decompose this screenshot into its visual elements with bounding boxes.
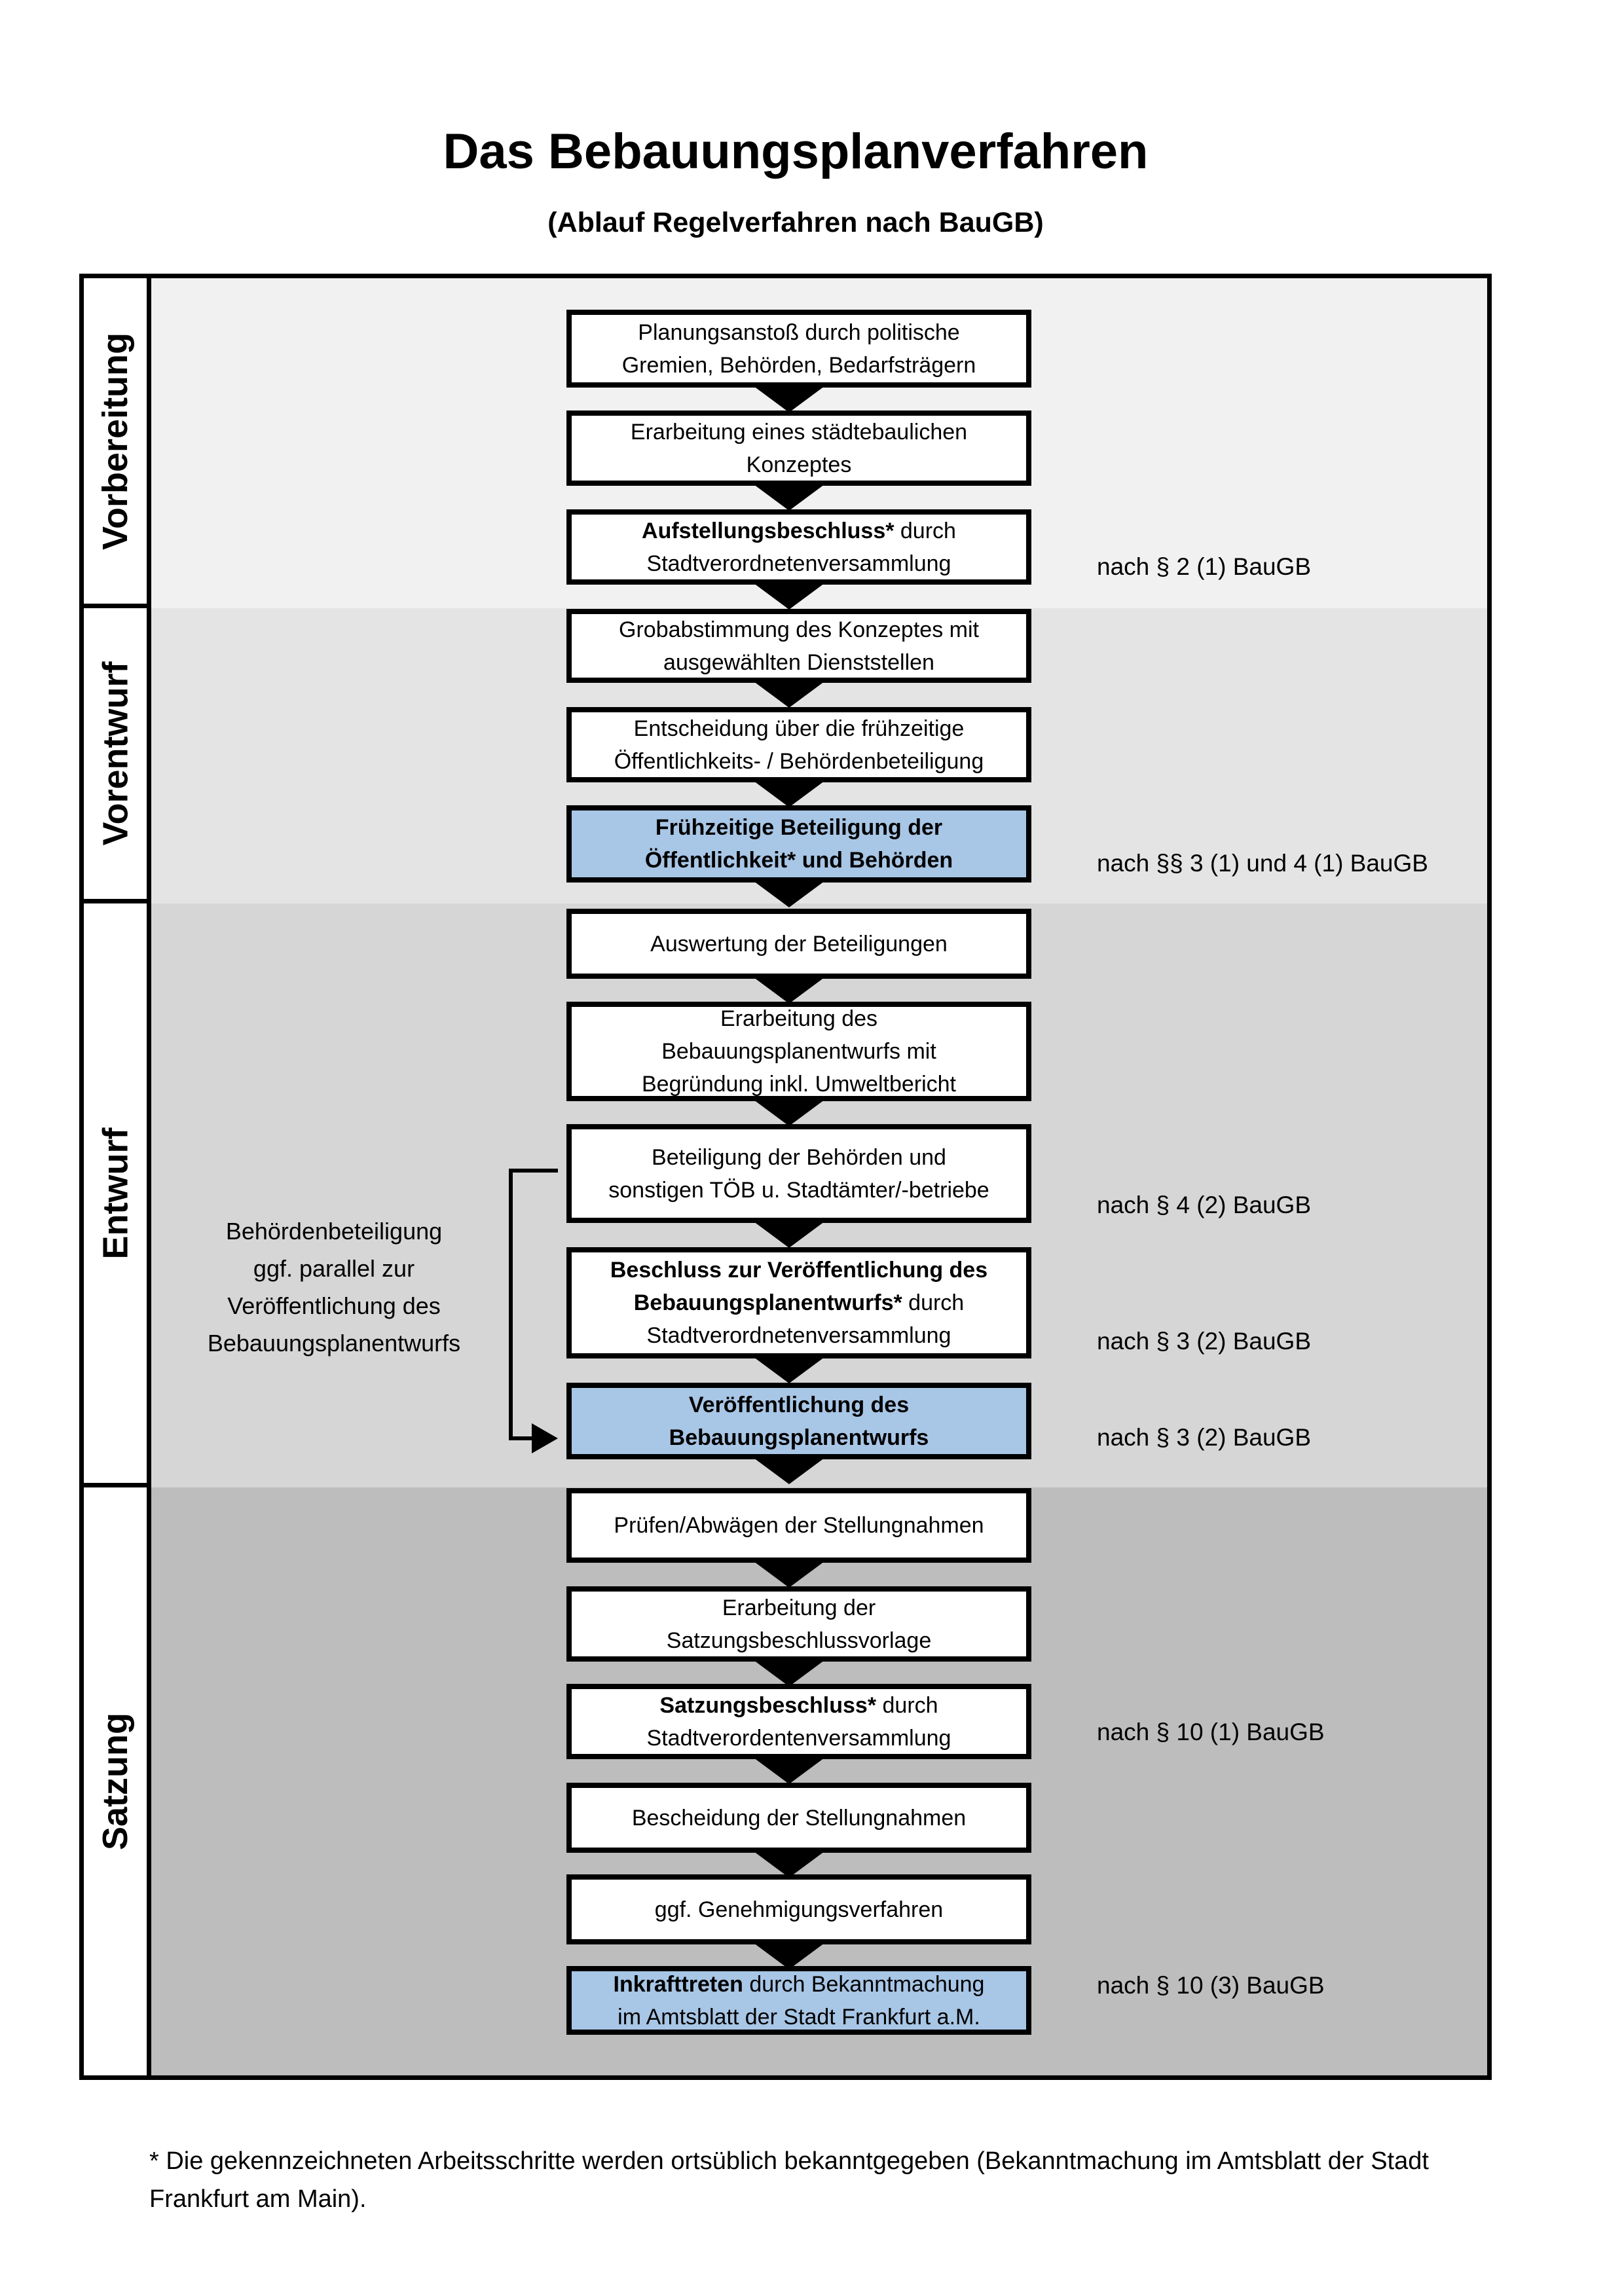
flow-box-text-line: Auswertung der Beteiligungen [650,931,948,957]
arrow-down-icon [748,877,830,907]
flow-box-pruefen-abwaegen: Prüfen/Abwägen der Stellungnahmen [566,1488,1031,1563]
flow-box-text-line: Veröffentlichung des [688,1392,910,1417]
section-label: Vorentwurf [96,661,135,846]
flow-box-text-line: sonstigen TÖB u. Stadtämter/-betriebe [608,1177,989,1203]
flow-box-inkrafttreten: Inkrafttreten durch Bekanntmachung im Amt… [566,1966,1031,2035]
flow-box-text-line: Begründung inkl. Umweltbericht [641,1072,957,1097]
flow-box-text-line: Stadtverordentenversammlung [646,1725,951,1751]
flow-box-text-line: Konzeptes [746,452,852,477]
section-vorentwurf-label-cell: Vorentwurf [84,608,151,903]
flow-box-text-line: Bebauungsplanentwurfs mit [661,1039,936,1064]
flow-box-text-line: Öffentlichkeits- / Behördenbeteiligung [614,748,984,774]
side-note-line: Bebauungsplanentwurfs [207,1330,461,1357]
side-note-line: ggf. parallel zur [253,1255,415,1282]
legal-annotation: nach § 10 (3) BauGB [1097,1972,1325,1999]
flow-box-beteiligung-behoerden: Beteiligung der Behörden und sonstigen TÖ… [566,1124,1031,1223]
flow-box-text-line: Stadtverordnetenversammlung [646,1323,951,1348]
flow-box-text-line: ausgewählten Dienststellen [663,649,934,675]
page-title: Das Bebauungsplanverfahren [443,124,1149,179]
arrow-down-icon [748,974,830,1004]
flow-box-text-line: Planungsanstoß durch politische [638,319,960,345]
legal-annotation: nach §§ 3 (1) und 4 (1) BauGB [1097,850,1428,877]
arrow-down-icon [748,1939,830,1969]
section-label: Vorbereitung [96,332,136,550]
arrow-down-icon [748,1096,830,1126]
side-note-line: Veröffentlichung des [227,1292,441,1319]
arrow-down-icon [748,1353,830,1383]
flow-box-text-line: Prüfen/Abwägen der Stellungnahmen [614,1513,984,1538]
flow-box-text-line: Bescheidung der Stellungnahmen [631,1805,967,1831]
footnote: * Die gekennzeichneten Arbeitsschritte w… [149,2147,1429,2213]
section-entwurf-label-cell: Entwurf [84,903,151,1487]
flow-box-text-line: Entscheidung über die frühzeitige [633,716,965,741]
legal-annotation: nach § 3 (2) BauGB [1097,1424,1312,1451]
flow-box-text-line: Beteiligung der Behörden und [652,1144,946,1170]
arrow-down-icon [748,1558,830,1588]
flow-box-text-line: Grobabstimmung des Konzeptes mit [619,617,979,642]
arrow-down-icon [748,382,830,412]
flow-box-text-line: Stadtverordnetenversammlung [646,551,951,576]
bracket-bottom-line [509,1436,534,1440]
legal-annotation: nach § 3 (2) BauGB [1097,1328,1312,1355]
side-note-line: Behördenbeteiligung [225,1218,443,1245]
flow-box-text-line: Erarbeitung der [722,1595,876,1620]
arrow-down-icon [748,481,830,511]
arrow-down-icon [748,1848,830,1878]
bracket-top-line [509,1169,558,1173]
flow-box-grobabstimmung: Grobabstimmung des Konzeptes mit ausgewäh… [566,609,1031,683]
flow-box-text-line: Bebauungsplanentwurfs [669,1425,929,1450]
arrow-down-icon [748,1218,830,1248]
legal-annotation: nach § 10 (1) BauGB [1097,1719,1325,1745]
flow-box-genehmigungsverfahren: ggf. Genehmigungsverfahren [566,1874,1031,1944]
flow-box-bescheidung-stellungnahmen: Bescheidung der Stellungnahmen [566,1783,1031,1853]
flow-box-text-line: im Amtsblatt der Stadt Frankfurt a.M. [618,2004,980,2030]
arrow-down-icon [748,777,830,807]
flow-box-text-line: ggf. Genehmigungsverfahren [654,1897,944,1922]
arrow-down-icon [748,1754,830,1784]
flow-box-text-line: Inkrafttreten durch Bekanntmachung [613,1971,985,1997]
flow-box-text-line: Aufstellungsbeschluss* durch [642,518,956,543]
legal-annotation: nach § 2 (1) BauGB [1097,553,1312,580]
bracket-arrow-right-icon [532,1423,558,1453]
flow-box-text-line: Satzungsbeschlussvorlage [666,1628,932,1653]
flow-box-text-line: Frühzeitige Beteiligung der [655,815,943,840]
flow-box-text-line: Satzungsbeschluss* durch [659,1692,938,1718]
arrow-down-icon [748,1454,830,1484]
page-subtitle: (Ablauf Regelverfahren nach BauGB) [547,207,1044,238]
arrow-down-icon [748,678,830,708]
section-label: Entwurf [96,1127,136,1259]
section-satzung-label-cell: Satzung [84,1487,151,2075]
arrow-down-icon [748,579,830,610]
section-label: Satzung [96,1713,135,1850]
bracket-vertical-line [509,1169,513,1440]
arrow-down-icon [748,1656,830,1686]
flow-box-text-line: Gremien, Behörden, Bedarfsträgern [621,352,976,378]
section-vorbereitung-label-cell: Vorbereitung [84,278,151,608]
flow-box-text-line: Öffentlichkeit* und Behörden [644,848,953,873]
flow-box-text-line: Beschluss zur Veröffentlichung des [610,1258,988,1283]
flow-box-text-line: Erarbeitung eines städtebaulichen [630,419,968,445]
flow-box-text-line: Erarbeitung des [720,1006,878,1031]
legal-annotation: nach § 4 (2) BauGB [1097,1192,1312,1218]
flow-box-auswertung-beteiligungen: Auswertung der Beteiligungen [566,909,1031,979]
flow-box-text-line: Bebauungsplanentwurfs* durch [633,1290,965,1315]
